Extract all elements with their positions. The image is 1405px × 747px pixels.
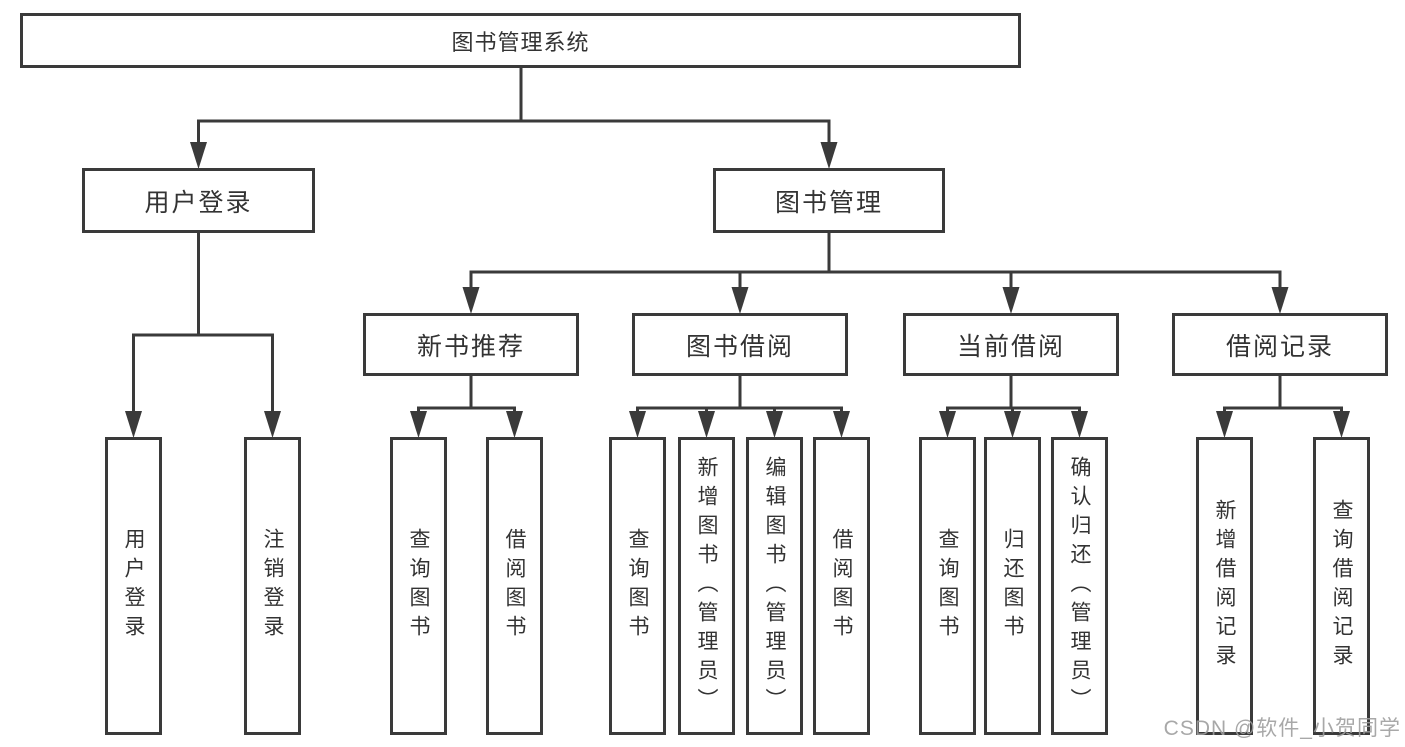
csdn-watermark: CSDN @软件_小贺同学 bbox=[1163, 717, 1401, 740]
leaf-logout-label: 注销登录 bbox=[261, 528, 284, 644]
node-user-login-label: 用户登录 bbox=[144, 188, 253, 217]
leaf-query-books-current: 查询图书 bbox=[919, 437, 976, 735]
connector-new-rec-children bbox=[417, 374, 516, 413]
leaf-query-books-borrowing-label: 查询图书 bbox=[626, 528, 649, 644]
leaf-edit-books-admin-label: 编辑图书（管理员） bbox=[763, 455, 786, 717]
leaf-confirm-return-admin: 确认归还（管理员） bbox=[1051, 437, 1108, 735]
connector-book-mgmt-to-level3 bbox=[469, 231, 1282, 289]
node-new-book-recommend-label: 新书推荐 bbox=[416, 332, 525, 361]
leaf-query-books-recommend: 查询图书 bbox=[390, 437, 447, 735]
leaf-query-books-borrowing: 查询图书 bbox=[609, 437, 666, 735]
node-book-management: 图书管理 bbox=[713, 168, 945, 233]
leaf-return-books: 归还图书 bbox=[984, 437, 1041, 735]
leaf-query-books-recommend-label: 查询图书 bbox=[407, 528, 430, 644]
node-borrowing-records-label: 借阅记录 bbox=[1225, 332, 1334, 361]
node-book-management-label: 图书管理 bbox=[774, 188, 883, 217]
leaf-borrow-books: 借阅图书 bbox=[813, 437, 870, 735]
leaf-add-books-admin-label: 新增图书（管理员） bbox=[695, 455, 718, 717]
connector-records-children bbox=[1223, 374, 1343, 413]
leaf-borrow-books-recommend-label: 借阅图书 bbox=[503, 528, 526, 644]
leaf-return-books-label: 归还图书 bbox=[1001, 528, 1024, 644]
leaf-confirm-return-admin-label: 确认归还（管理员） bbox=[1068, 455, 1091, 717]
leaf-query-borrow-record: 查询借阅记录 bbox=[1313, 437, 1370, 735]
node-current-borrowing: 当前借阅 bbox=[903, 313, 1119, 376]
leaf-borrow-books-label: 借阅图书 bbox=[830, 528, 853, 644]
node-current-borrowing-label: 当前借阅 bbox=[956, 332, 1065, 361]
leaf-user-login-label: 用户登录 bbox=[122, 528, 145, 644]
leaf-add-borrow-record: 新增借阅记录 bbox=[1196, 437, 1253, 735]
connector-user-login-children bbox=[132, 231, 274, 413]
connector-current-children bbox=[946, 374, 1081, 413]
leaf-edit-books-admin: 编辑图书（管理员） bbox=[746, 437, 803, 735]
connector-root-to-level2 bbox=[197, 66, 831, 144]
leaf-user-login: 用户登录 bbox=[105, 437, 162, 735]
node-borrowing-records: 借阅记录 bbox=[1172, 313, 1388, 376]
node-new-book-recommend: 新书推荐 bbox=[363, 313, 579, 376]
leaf-query-borrow-record-label: 查询借阅记录 bbox=[1330, 499, 1353, 673]
leaf-borrow-books-recommend: 借阅图书 bbox=[486, 437, 543, 735]
leaf-query-books-current-label: 查询图书 bbox=[936, 528, 959, 644]
leaf-logout: 注销登录 bbox=[244, 437, 301, 735]
node-book-borrowing: 图书借阅 bbox=[632, 313, 848, 376]
node-root: 图书管理系统 bbox=[20, 13, 1021, 68]
node-user-login: 用户登录 bbox=[82, 168, 315, 233]
node-book-borrowing-label: 图书借阅 bbox=[685, 332, 794, 361]
leaf-add-borrow-record-label: 新增借阅记录 bbox=[1213, 499, 1236, 673]
connector-borrowing-children bbox=[636, 374, 843, 413]
node-root-label: 图书管理系统 bbox=[451, 29, 590, 55]
leaf-add-books-admin: 新增图书（管理员） bbox=[678, 437, 735, 735]
